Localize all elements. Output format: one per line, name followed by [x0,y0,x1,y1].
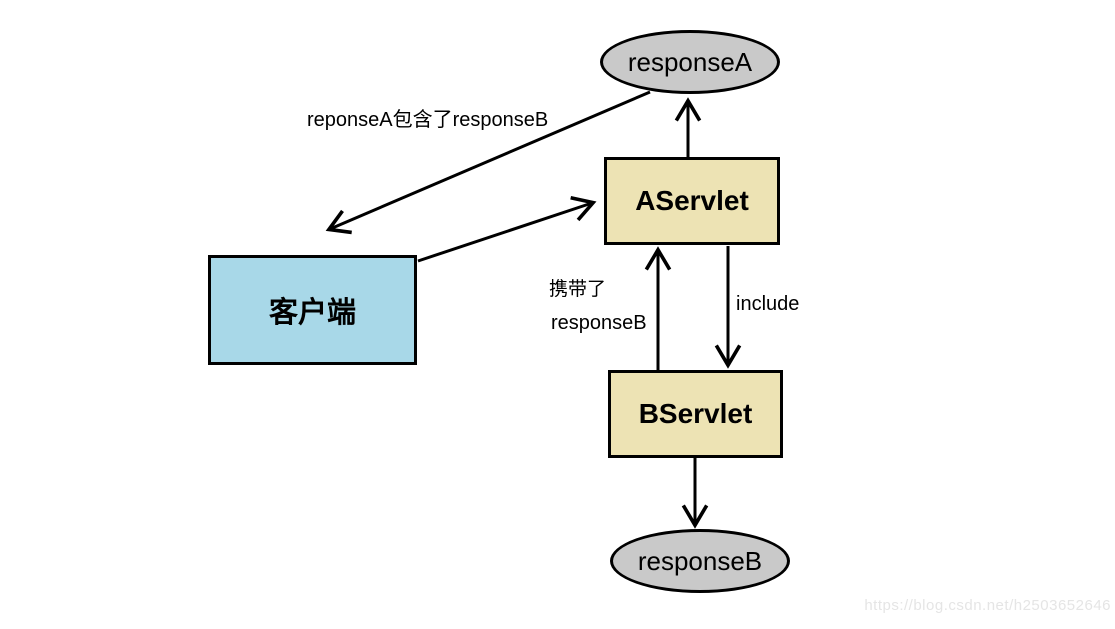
node-aservlet: AServlet [604,157,780,245]
edge-label-carries-line2: responseB [551,312,647,334]
node-client: 客户端 [208,255,417,365]
watermark-url: https://blog.csdn.net/h2503652646 [864,597,1111,614]
node-responseb: responseB [610,529,790,593]
edge-label-contains: reponseA包含了responseB [307,109,549,131]
node-client-label: 客户端 [268,297,356,329]
edge-client-to-aservlet-arrow [417,196,597,263]
node-responseb-label: responseB [637,545,763,576]
node-aservlet-label: AServlet [635,185,749,216]
edge-label-include: include [736,293,800,315]
node-responsea-label: responseA [627,46,753,77]
node-bservlet: BServlet [608,370,783,458]
edge-responsea-to-client-arrow [325,90,651,235]
node-responsea: responseA [600,30,780,94]
edge-label-carries-line1: 携带了 [549,279,607,300]
node-bservlet-label: BServlet [638,398,753,429]
